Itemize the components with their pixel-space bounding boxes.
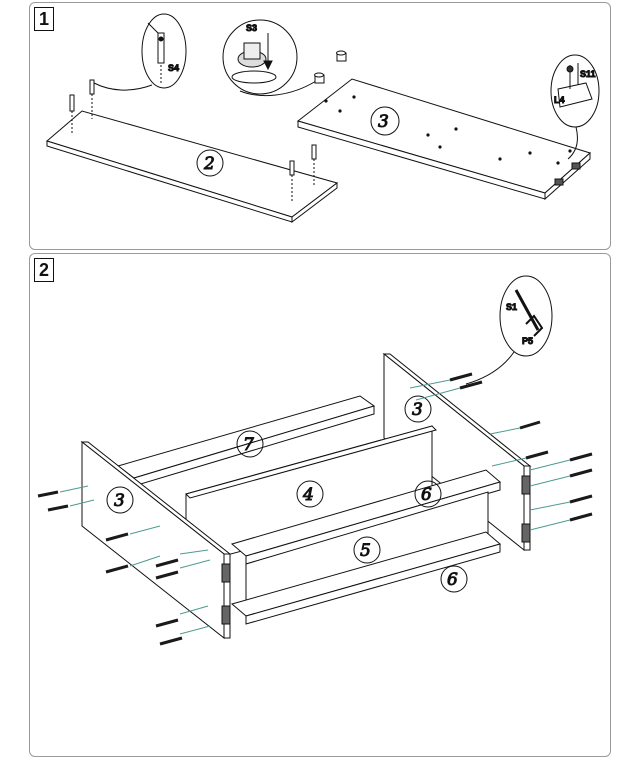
part-label-3-right: 3: [412, 400, 423, 420]
s4-callout: [93, 13, 187, 91]
screws-left: [37, 485, 211, 646]
hardware-label-p5: P5: [522, 336, 533, 346]
step-1-panel: 1 2: [29, 2, 611, 250]
part-label-3: 3: [378, 112, 389, 132]
panel-3-left: [80, 440, 232, 640]
step-number: 1: [34, 7, 54, 31]
step-number: 2: [34, 258, 54, 282]
cam-fittings: [314, 50, 347, 84]
cam-fitting: [521, 475, 531, 495]
part-label-4: 4: [302, 485, 314, 505]
s11-l4-callout: [550, 54, 600, 160]
hardware-label-s1: S1: [506, 302, 517, 312]
hardware-label-s4: S4: [168, 63, 179, 73]
cam-pins: [69, 79, 317, 203]
step-2-panel: 2 3 7 4: [29, 253, 611, 757]
panel-6-lower: [230, 531, 502, 625]
s1-p5-callout: [465, 275, 553, 385]
cam-fitting: [521, 523, 531, 543]
part-label-7: 7: [243, 435, 254, 455]
s3-callout: [222, 19, 317, 97]
hardware-label-s11: S11: [580, 69, 596, 79]
part-label-5: 5: [360, 541, 371, 561]
hardware-label-s3: S3: [246, 23, 257, 33]
hardware-label-l4: L4: [554, 95, 565, 105]
part-label-2: 2: [203, 154, 215, 174]
panel-3: [296, 78, 591, 201]
panel-2: [45, 110, 339, 224]
part-label-6-upper: 6: [421, 485, 432, 505]
screws-right: [409, 372, 593, 531]
step-1-diagram: 2 S4: [45, 13, 600, 224]
step-2-diagram: 3 7 4 6: [37, 275, 593, 646]
panel-6-upper: [230, 469, 502, 565]
part-label-3-left: 3: [114, 491, 125, 511]
part-label-6-lower: 6: [447, 570, 458, 590]
